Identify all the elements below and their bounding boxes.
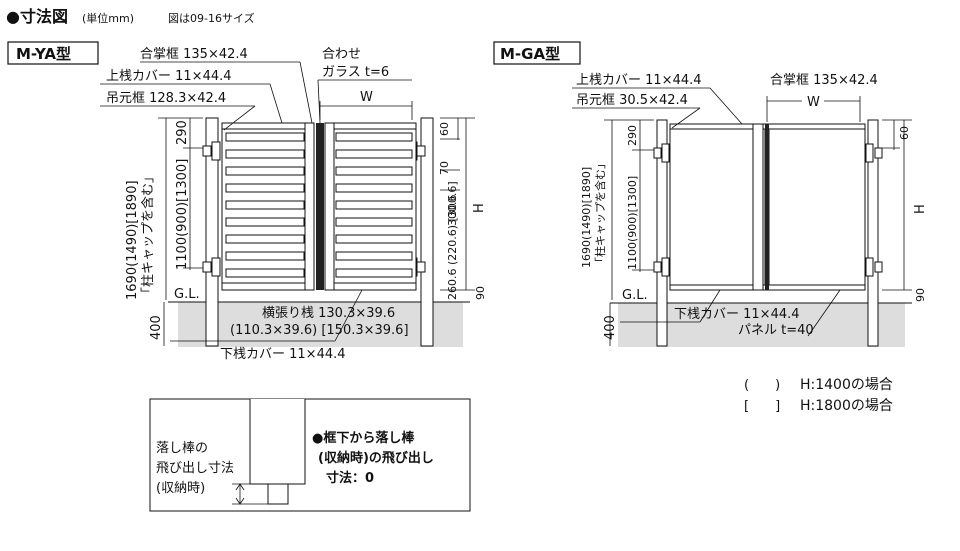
ya-right-leaf [324,122,417,291]
legend-bracket-text: H:1800の場合 [800,398,893,414]
ya-dim-300: 300.6 [446,195,459,227]
ga-hinges [653,143,883,277]
ya-dim-90: 90 [474,286,487,300]
legend: ( ) H:1400の場合 [ ] H:1800の場合 [744,377,893,414]
ya-center-glass [316,123,324,290]
ga-type-label: M-GA型 [500,45,560,63]
detail-right-line-1: ●框下から落し棒 [312,430,415,446]
ya-dim-60: 60 [438,122,451,136]
ya-gassho-label: 合掌框 135×42.4 [140,47,248,62]
ya-dim-290: 290 [175,120,190,145]
ga-dim-290: 290 [626,125,639,146]
legend-paren-text: H:1400の場合 [800,377,893,393]
ya-h-label: H [472,203,487,213]
ya-yokobari-label-2: (110.3×39.6) [150.3×39.6] [230,323,409,338]
ya-uesan-label: 上桟カバー 11×44.4 [106,69,232,84]
ga-dim-60: 60 [898,126,911,140]
page-title: ●寸法図 [6,7,68,26]
ga-h-label: H [913,204,928,214]
ga-dim-1690: 1690(1490)[1890] [580,167,593,268]
drop-rod [267,483,289,505]
ga-right-post [867,119,879,347]
ga-dim-90: 90 [914,288,927,302]
ya-awase-label-2: ガラス t=6 [322,65,389,80]
ya-dim-1100: 1100(900)[1300] [175,159,190,270]
unit-note: (単位mm) [82,11,134,25]
ga-bracket-note: 「柱キャップを含む」 [593,158,607,268]
ya-diagram: M-YA型 G.L. [7,41,487,362]
ga-uesan-label: 上桟カバー 11×44.4 [576,73,702,88]
detail-right-line-3: 寸法：0 [326,470,374,486]
ya-dim-mid: 260.6 (220.6) [300.6] [446,181,459,300]
ya-bracket-note: 「柱キャップを含む」 [140,170,156,300]
ya-w-label: W [360,90,373,105]
drop-rod-detail: 落し棒の 飛び出し寸法 (収納時) ●框下から落し棒 (収納時)の飛び出し 寸法… [149,398,471,512]
ga-gl-label: G.L. [622,288,648,303]
ya-yokobari-label-1: 横張り桟 130.3×39.6 [262,306,395,321]
ya-dim-70: 70 [438,161,451,175]
ya-left-post [205,117,219,347]
ga-left-post [656,119,668,347]
ya-right-post [420,117,434,347]
ya-dim-1690: 1690(1490)[1890] [125,180,140,300]
detail-right-line-2: (収納時)の飛び出し [318,450,434,466]
ga-dim-1100: 1100(900)[1300] [626,176,639,270]
ya-awase-label-1: 合わせ [322,47,361,62]
ya-gl-label: G.L. [174,287,200,302]
legend-paren-mark: ( ) [744,378,780,393]
ga-gassho-label: 合掌框 135×42.4 [770,73,878,88]
detail-left-line-3: (収納時) [156,481,205,496]
ya-type-label: M-YA型 [16,45,71,63]
detail-left-line-2: 飛び出し寸法 [156,461,234,476]
ya-dim-400: 400 [149,315,164,340]
ya-shitasan-label: 下桟カバー 11×44.4 [220,347,346,362]
ga-center-joint [765,124,769,290]
legend-bracket-mark: [ ] [744,399,780,414]
ya-left-leaf [221,122,315,291]
ga-w-label: W [807,95,820,110]
ga-dim-400: 400 [603,315,618,340]
ya-tsurimoto-label: 吊元框 128.3×42.4 [106,91,226,106]
ga-shitasan-label: 下桟カバー 11×44.4 [674,307,800,322]
ga-diagram: M-GA型 G.L. 上桟カバー 11× [493,41,928,347]
ya-ground [178,302,463,347]
ga-panel-label: パネル t=40 [738,323,814,338]
ga-tsurimoto-label: 吊元框 30.5×42.4 [576,93,688,108]
size-note: 図は09-16サイズ [168,11,255,25]
detail-left-line-1: 落し棒の [156,441,208,456]
